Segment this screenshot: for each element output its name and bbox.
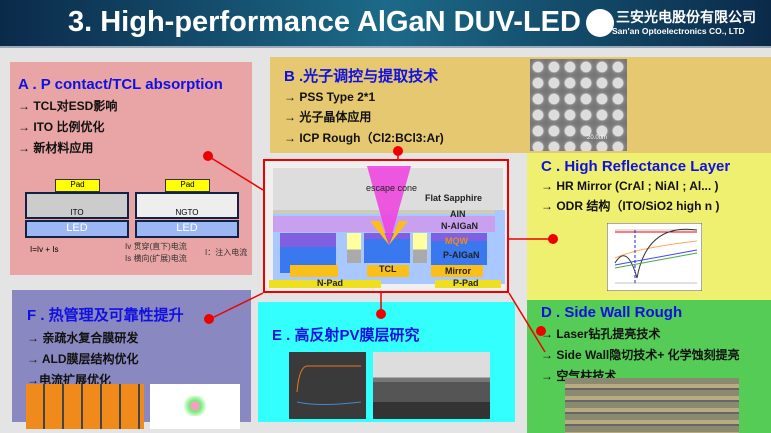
n-algan-label: N-AlGaN (441, 221, 479, 231)
p-pad-label: P-Pad (453, 278, 479, 288)
legend-vertical-current: Iv 贯穿(直下)电流 (125, 242, 187, 251)
list-item: → ICP Rough（Cl2:BCl3:Ar) (284, 131, 444, 145)
list-item: →电流扩展优化 (27, 373, 112, 387)
panel-c-title: C . High Reflectance Layer (541, 158, 731, 175)
company-logo (586, 9, 614, 37)
mqw-label: MQW (445, 236, 468, 246)
connector-dot-b (393, 146, 403, 156)
list-item: → Laser钻孔提亮技术 (541, 327, 661, 341)
panel-e: E . 高反射PV膜层研究 (258, 302, 515, 422)
via-right (413, 233, 427, 263)
escape-cone-label: escape cone (366, 183, 418, 193)
reflectance-chart-image (607, 223, 702, 291)
panel-b: B .光子调控与提取技术 → PSS Type 2*1 → 光子晶体应用 → I… (270, 57, 771, 153)
sidewall-images (565, 378, 739, 433)
list-item: → ITO 比例优化 (18, 120, 105, 134)
list-item: → TCL对ESD影响 (18, 99, 118, 113)
list-item: → 亲疏水复合膜研发 (27, 331, 139, 345)
tcl-contact (367, 265, 409, 277)
pad-label: Pad (165, 179, 210, 192)
n-pad-label: N-Pad (317, 278, 344, 288)
aln-label: AlN (450, 209, 466, 219)
p-algan-label: P-AlGaN (443, 250, 480, 260)
pv-cross-section-image (373, 352, 490, 419)
panel-f-title: F . 热管理及可靠性提升 (27, 307, 184, 324)
panel-d-title: D . Side Wall Rough (541, 304, 683, 321)
molecule-image (150, 384, 240, 429)
connector-dot-a (203, 151, 213, 161)
n-pad (269, 280, 381, 288)
panel-b-title: B .光子调控与提取技术 (284, 68, 439, 85)
mirror-label: Mirror (445, 266, 472, 276)
connector-dot-d (536, 326, 546, 336)
led-label: LED (25, 220, 129, 238)
company-name-en: San'an Optoelectronics CO., LTD (612, 26, 745, 36)
ito-label: ITO (25, 192, 129, 219)
panel-e-title: E . 高反射PV膜层研究 (272, 327, 420, 344)
pv-reflectance-chart-image (289, 352, 366, 419)
chip-cross-section: escape cone Flat Sapphire AlN N-AlGaN MQ… (263, 159, 509, 293)
company-name-cn: 三安光电股份有限公司 (616, 9, 756, 25)
sem-scale-label: 20.0um (586, 135, 607, 141)
sapphire-label: Flat Sapphire (425, 193, 483, 203)
panel-c: C . High Reflectance Layer → HR Mirror (… (527, 153, 771, 300)
connector-dot-c (548, 234, 558, 244)
header-bar: 3. High-performance AlGaN DUV-LED 三安光电股份… (0, 0, 771, 48)
list-item: → PSS Type 2*1 (284, 90, 376, 104)
tcl-label: TCL (379, 264, 397, 274)
list-item: → 新材料应用 (18, 141, 94, 155)
panel-a: A . P contact/TCL absorption → TCL对ESD影响… (10, 62, 252, 275)
list-item: → ODR 结构（ITO/SiO2 high n ) (541, 199, 720, 213)
list-item: → HR Mirror (CrAl ; NiAl ; Al... ) (541, 179, 719, 193)
legend-injection-current: I：注入电流 (205, 248, 248, 257)
list-item: → ALD膜层结构优化 (27, 352, 139, 366)
panel-f: F . 热管理及可靠性提升 → 亲疏水复合膜研发 → ALD膜层结构优化 →电流… (12, 290, 251, 429)
panel-a-title: A . P contact/TCL absorption (18, 76, 223, 93)
connector-dot-e (376, 309, 386, 319)
mesa-right (431, 233, 487, 265)
panel-d: D . Side Wall Rough → Laser钻孔提亮技术 → Side… (527, 300, 771, 433)
via-left (347, 233, 361, 263)
p-pad (435, 280, 501, 288)
mirror-contact (431, 265, 483, 277)
legend-lateral-current: Is 横向(扩展)电流 (125, 254, 187, 263)
current-formula: I=Iv + Is (30, 245, 59, 254)
escape-cone-icon (367, 166, 411, 245)
mesa-center (364, 233, 410, 263)
pad-label: Pad (55, 179, 100, 192)
ngto-label: NGTO (135, 192, 239, 219)
list-item: → Side Wall隐切技术+ 化学蚀刻提亮 (541, 348, 740, 362)
connector-dot-f (204, 314, 214, 324)
n-contact (290, 265, 338, 277)
list-item: → 光子晶体应用 (284, 110, 372, 124)
electrode-patterns-image (26, 384, 144, 429)
ito-diagram: Pad ITO LED Pad NGTO LED I=Iv + Is Iv 贯穿… (25, 179, 255, 269)
pss-sem-image: 20.0um (530, 59, 627, 151)
page-title: 3. High-performance AlGaN DUV-LED (68, 6, 581, 38)
led-label: LED (135, 220, 239, 238)
